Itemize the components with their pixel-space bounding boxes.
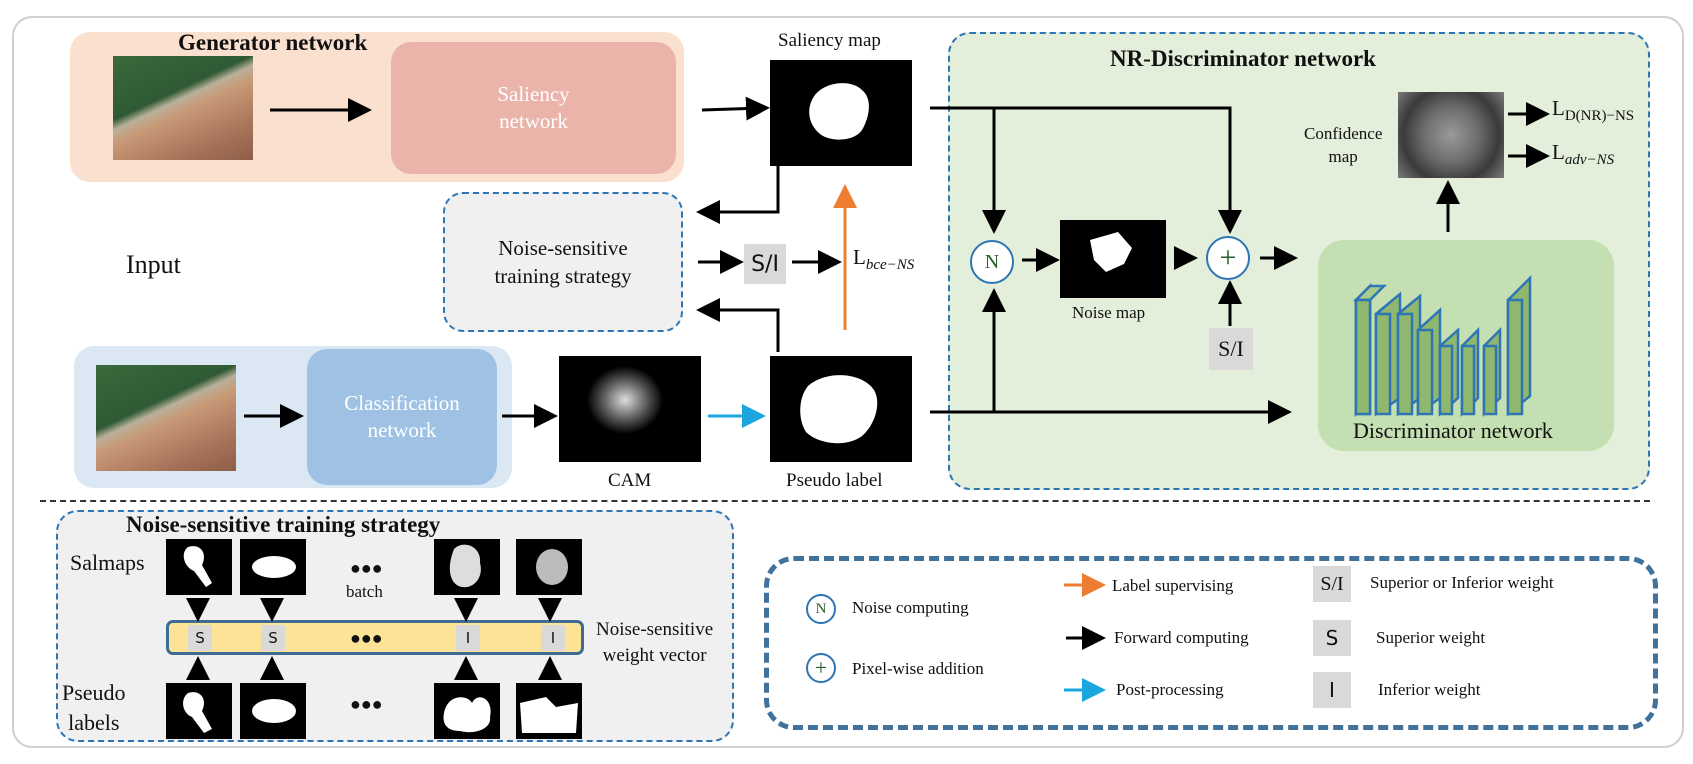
legend-box xyxy=(764,556,1658,730)
saliency-map-label: Saliency map xyxy=(778,30,881,51)
confidence-map-label: Confidence map xyxy=(1304,124,1383,166)
generator-title: Generator network xyxy=(178,30,368,55)
batch-dots-bottom: ●●● xyxy=(350,694,383,714)
legend-i-icon: I xyxy=(1313,672,1351,708)
legend-pixel-addition: Pixel-wise addition xyxy=(852,659,984,678)
legend-si-icon: S/I xyxy=(1313,566,1351,602)
noise-map-image xyxy=(1060,220,1166,298)
cam-label: CAM xyxy=(608,470,652,491)
noise-computing-node: N xyxy=(970,240,1014,284)
noise-sensitive-strategy-box: Noise-sensitive training strategy xyxy=(443,192,683,332)
legend-i-desc: Inferior weight xyxy=(1378,680,1481,699)
loss-adv: Ladv−NS xyxy=(1552,140,1615,169)
pseudo-label-label: Pseudo label xyxy=(786,470,883,491)
batch-dots-top: ●●● xyxy=(350,558,383,578)
saliency-network-block: Saliency network xyxy=(391,42,676,174)
si-tag-nr: S/I xyxy=(1209,328,1253,370)
pseudo-labels-label: Pseudo labels xyxy=(62,680,126,735)
batch-label: batch xyxy=(346,582,383,601)
input-label: Input xyxy=(126,250,181,279)
weight-s-2: S xyxy=(261,625,285,651)
noise-map-label: Noise map xyxy=(1072,303,1146,322)
pseudo-3 xyxy=(434,683,500,739)
loss-bce: Lbce−NS xyxy=(853,245,915,274)
weight-i-1: I xyxy=(456,625,480,651)
legend-s-icon: S xyxy=(1313,620,1351,656)
input-image-bottom xyxy=(96,365,236,471)
weight-i-2: I xyxy=(541,625,565,651)
discriminator-label: Discriminator network xyxy=(1353,418,1553,443)
legend-label-supervising: Label supervising xyxy=(1112,576,1234,595)
salmap-3 xyxy=(434,539,500,595)
legend-si-desc: Superior or Inferior weight xyxy=(1370,573,1554,592)
section-divider xyxy=(40,500,1650,502)
legend-noise-icon: N xyxy=(806,594,836,624)
pseudo-1 xyxy=(166,683,232,739)
input-image-top xyxy=(113,56,253,160)
weight-s-1: S xyxy=(188,625,212,651)
weight-dots: ●●● xyxy=(350,628,383,648)
legend-plus-icon: + xyxy=(806,653,836,683)
salmap-1 xyxy=(166,539,232,595)
nr-discriminator-title: NR-Discriminator network xyxy=(1110,46,1376,71)
legend-forward-computing: Forward computing xyxy=(1114,628,1249,647)
salmaps-label: Salmaps xyxy=(70,550,145,575)
salmap-4 xyxy=(516,539,582,595)
weight-vector-label: Noise-sensitive weight vector xyxy=(596,619,714,666)
legend-post-processing: Post-processing xyxy=(1116,680,1224,699)
pseudo-label-image xyxy=(770,356,912,462)
weight-vector-bar xyxy=(166,620,584,655)
pseudo-4 xyxy=(516,683,582,739)
classification-network-block: Classification network xyxy=(307,349,497,485)
salmap-2 xyxy=(240,539,306,595)
pseudo-2 xyxy=(240,683,306,739)
pixel-addition-node: + xyxy=(1206,236,1250,280)
si-tag: S/I xyxy=(744,244,786,284)
saliency-map-image xyxy=(770,60,912,166)
outer-frame xyxy=(12,16,1684,748)
ns-panel-title: Noise-sensitive training strategy xyxy=(126,512,441,537)
confidence-map-image xyxy=(1398,92,1504,178)
cam-image xyxy=(559,356,701,462)
loss-d-nr: LD(NR)−NS xyxy=(1552,96,1635,125)
legend-s-desc: Superior weight xyxy=(1376,628,1486,647)
legend-noise-computing: Noise computing xyxy=(852,598,969,617)
